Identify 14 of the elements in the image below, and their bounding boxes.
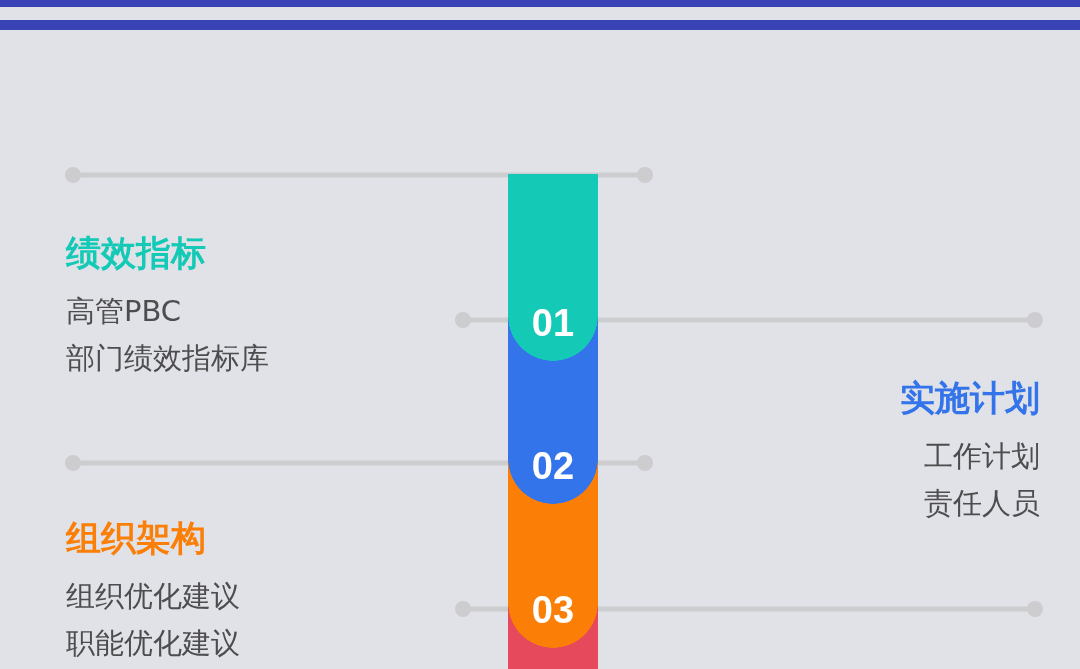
list-item: 部门绩效指标库 [66,339,269,377]
list-item: 组织优化建议 [66,577,240,615]
step-number: 02 [530,444,576,488]
section-heading: 实施计划 [900,377,1040,421]
list-item: 工作计划 [924,437,1040,475]
list-item: 责任人员 [924,484,1040,522]
timeline-segment [508,648,598,669]
section-heading: 组织架构 [66,517,206,561]
step-number: 03 [530,588,576,632]
list-item: 职能优化建议 [66,624,240,662]
step-number: 01 [530,301,576,345]
timeline-segment [508,174,598,361]
list-item: 高管PBC [66,292,182,330]
section-heading: 绩效指标 [66,232,206,276]
